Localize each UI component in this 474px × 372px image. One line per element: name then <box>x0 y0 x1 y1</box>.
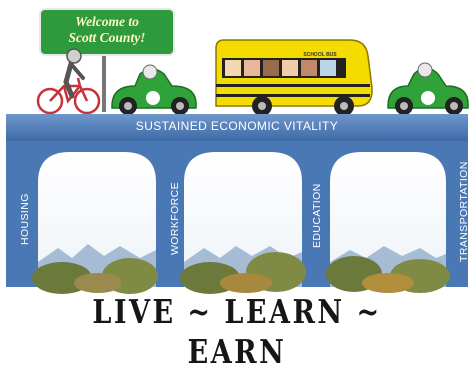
cyclist <box>36 48 101 115</box>
pillar-label-education: EDUCATION <box>311 183 323 248</box>
slogan: LIVE ~ LEARN ~ EARN <box>92 292 382 371</box>
landscape <box>32 244 450 294</box>
green-car-right <box>387 62 469 115</box>
sign-text-line-1: Welcome to <box>75 14 139 29</box>
deck-label: SUSTAINED ECONOMIC VITALITY <box>135 119 339 133</box>
green-car-left <box>111 64 197 115</box>
sign-text-line-2: Scott County! <box>68 30 146 45</box>
pillar-label-transportation: TRANSPORTATION <box>458 161 470 262</box>
bus-label: SCHOOL BUS <box>303 52 337 58</box>
welcome-sign <box>39 8 175 112</box>
pillar-label-housing: HOUSING <box>19 193 31 245</box>
school-bus <box>215 39 373 116</box>
bridge-illustration <box>6 8 469 294</box>
bridge-deck <box>6 114 468 141</box>
pillar-label-workforce: WORKFORCE <box>169 181 181 255</box>
